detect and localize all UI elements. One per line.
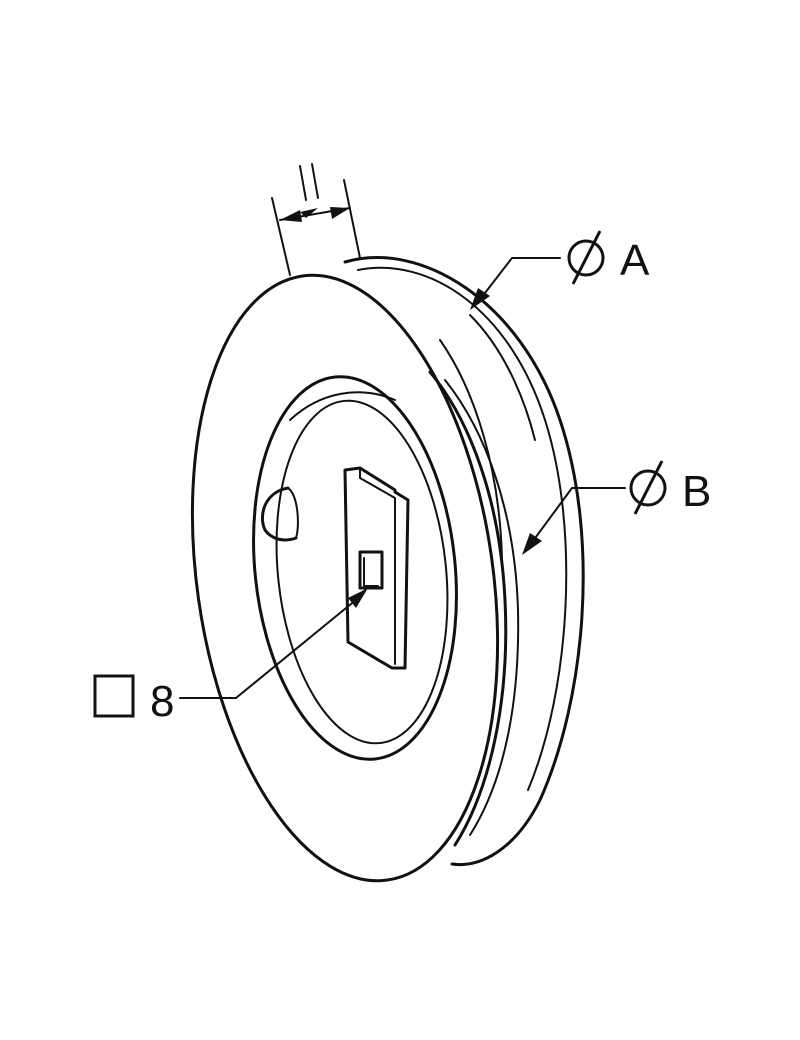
label-b: B — [682, 467, 711, 516]
back-flange — [343, 256, 585, 867]
hub-recess — [252, 375, 458, 761]
square-socket — [358, 550, 384, 590]
label-a: A — [620, 236, 650, 285]
key-bump — [260, 486, 299, 542]
arrow-head — [470, 288, 490, 310]
callout-groove-diameter: B — [522, 460, 711, 555]
arrow-head — [348, 588, 368, 608]
center-plate — [343, 466, 410, 670]
arrow-head — [280, 210, 302, 222]
arrow-head — [330, 207, 350, 219]
callout-square-bore: 8 — [93, 588, 368, 726]
diameter-symbol-icon — [567, 230, 605, 285]
arrow-head — [522, 533, 542, 555]
front-flange — [190, 273, 503, 883]
width-dimension — [271, 163, 361, 276]
label-8: 8 — [150, 677, 174, 726]
groove-band — [428, 370, 520, 847]
diameter-symbol-icon — [629, 460, 667, 515]
callout-outer-diameter: A — [470, 230, 650, 310]
square-symbol-icon — [93, 674, 135, 718]
